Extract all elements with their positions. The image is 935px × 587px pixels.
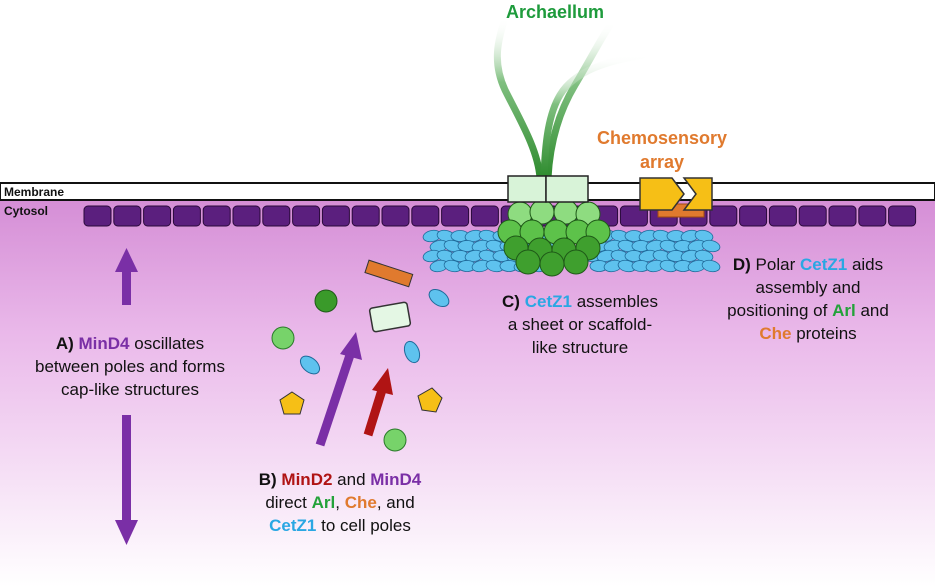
- caption-d-and: and: [860, 301, 889, 320]
- free-che-orange-bar: [364, 259, 414, 288]
- mind4-segment: [321, 205, 350, 227]
- mind4-segment: [232, 205, 261, 227]
- chemosensory-line1: Chemosensory: [596, 128, 728, 148]
- mind4-up-arrow: [115, 248, 138, 305]
- membrane: [0, 182, 935, 201]
- caption-a-text2: between poles and forms: [35, 357, 225, 376]
- caption-b-che: Che: [344, 493, 377, 512]
- caption-a-text3: cap-like structures: [61, 380, 199, 399]
- free-cetz1-2: [299, 355, 321, 375]
- mind4-transport-arrow: [315, 332, 362, 447]
- arl-basal-block-right: [545, 175, 589, 203]
- caption-b: B) MinD2 and MinD4 direct Arl, Che, and …: [222, 468, 458, 537]
- caption-c-text1: assembles: [576, 292, 658, 311]
- mind4-segment: [441, 205, 470, 227]
- caption-b-to-poles: to cell poles: [321, 516, 411, 535]
- caption-d-text3: positioning of: [727, 301, 828, 320]
- caption-d-text1: aids: [851, 255, 884, 274]
- chemosensory-line2: array: [639, 152, 685, 172]
- caption-d-proteins: proteins: [796, 324, 857, 343]
- caption-b-arl: Arl: [311, 493, 336, 512]
- caption-b-and: and: [337, 470, 366, 489]
- mind4-segment: [709, 205, 738, 227]
- mind4-down-arrow: [115, 415, 138, 545]
- mind4-segment: [351, 205, 380, 227]
- mind4-segment: [470, 205, 499, 227]
- cytosol-label: Cytosol: [4, 204, 49, 218]
- mind4-segment: [381, 205, 410, 227]
- arl-basal-block-left: [507, 175, 547, 203]
- caption-c-text3: like structure: [531, 338, 629, 357]
- caption-b-letter: B): [258, 470, 277, 489]
- arl-motor-complex: [497, 199, 611, 277]
- mind4-segment: [83, 205, 112, 227]
- caption-b-direct: direct: [265, 493, 307, 512]
- arl-motor-subunit: [563, 249, 589, 275]
- archaellum-label: Archaellum: [505, 2, 605, 22]
- mind4-segment: [619, 205, 648, 227]
- mind4-segment: [202, 205, 231, 227]
- caption-b-protein1: MinD2: [281, 470, 333, 489]
- caption-a: A) MinD4 oscillates between poles and fo…: [12, 332, 248, 401]
- archaellum-filaments: [493, 14, 649, 182]
- mind4-segment: [143, 205, 172, 227]
- caption-b-comma-and: , and: [376, 493, 415, 512]
- free-cetz1-3: [403, 340, 421, 364]
- caption-d-text2: assembly and: [755, 278, 861, 297]
- free-che-pentagon-1: [279, 391, 305, 415]
- free-arl-circle-1: [314, 289, 338, 313]
- cetz1-unit: [701, 259, 721, 273]
- chemosensory-array-label: Chemosensory array: [572, 126, 752, 174]
- mind4-segment: [798, 205, 827, 227]
- che-yellow-left: [639, 177, 685, 211]
- caption-b-cetz1: CetZ1: [269, 516, 317, 535]
- mind2-transport-arrow: [363, 368, 393, 437]
- free-arl-block: [368, 301, 412, 333]
- mind4-segment: [292, 205, 321, 227]
- caption-a-protein: MinD4: [78, 334, 130, 353]
- caption-a-text1: oscillates: [134, 334, 205, 353]
- free-che-pentagon-2: [417, 387, 443, 413]
- caption-d-protein: CetZ1: [799, 255, 848, 274]
- caption-b-comma1: ,: [335, 493, 340, 512]
- mind4-segment: [739, 205, 768, 227]
- mind4-segment: [768, 205, 797, 227]
- caption-b-protein2: MinD4: [370, 470, 422, 489]
- caption-d: D) Polar CetZ1 aids assembly and positio…: [690, 253, 926, 345]
- caption-d-che: Che: [759, 324, 792, 343]
- caption-c: C) CetZ1 assembles a sheet or scaffold- …: [470, 290, 690, 359]
- mind4-segment: [113, 205, 142, 227]
- mind4-segment: [172, 205, 201, 227]
- caption-c-text2: a sheet or scaffold-: [507, 315, 653, 334]
- arl-motor-subunit: [539, 251, 565, 277]
- free-arl-circle-3: [383, 428, 407, 452]
- mind4-segment: [411, 205, 440, 227]
- caption-d-letter: D): [732, 255, 751, 274]
- caption-d-arl: Arl: [832, 301, 856, 320]
- caption-a-letter: A): [55, 334, 74, 353]
- caption-d-polar: Polar: [755, 255, 796, 274]
- mind4-segment: [858, 205, 887, 227]
- free-cetz1-1: [428, 288, 450, 308]
- cetz1-unit: [701, 239, 721, 253]
- caption-c-protein: CetZ1: [524, 292, 572, 311]
- mind4-segment: [828, 205, 857, 227]
- membrane-label: Membrane: [4, 185, 65, 199]
- che-yellow-right: [682, 177, 713, 211]
- mind4-segment: [262, 205, 291, 227]
- free-arl-circle-2: [271, 326, 295, 350]
- mind4-segment: [888, 205, 917, 227]
- diffusing-proteins: [271, 259, 450, 452]
- caption-c-letter: C): [502, 292, 520, 311]
- arl-motor-subunit: [515, 249, 541, 275]
